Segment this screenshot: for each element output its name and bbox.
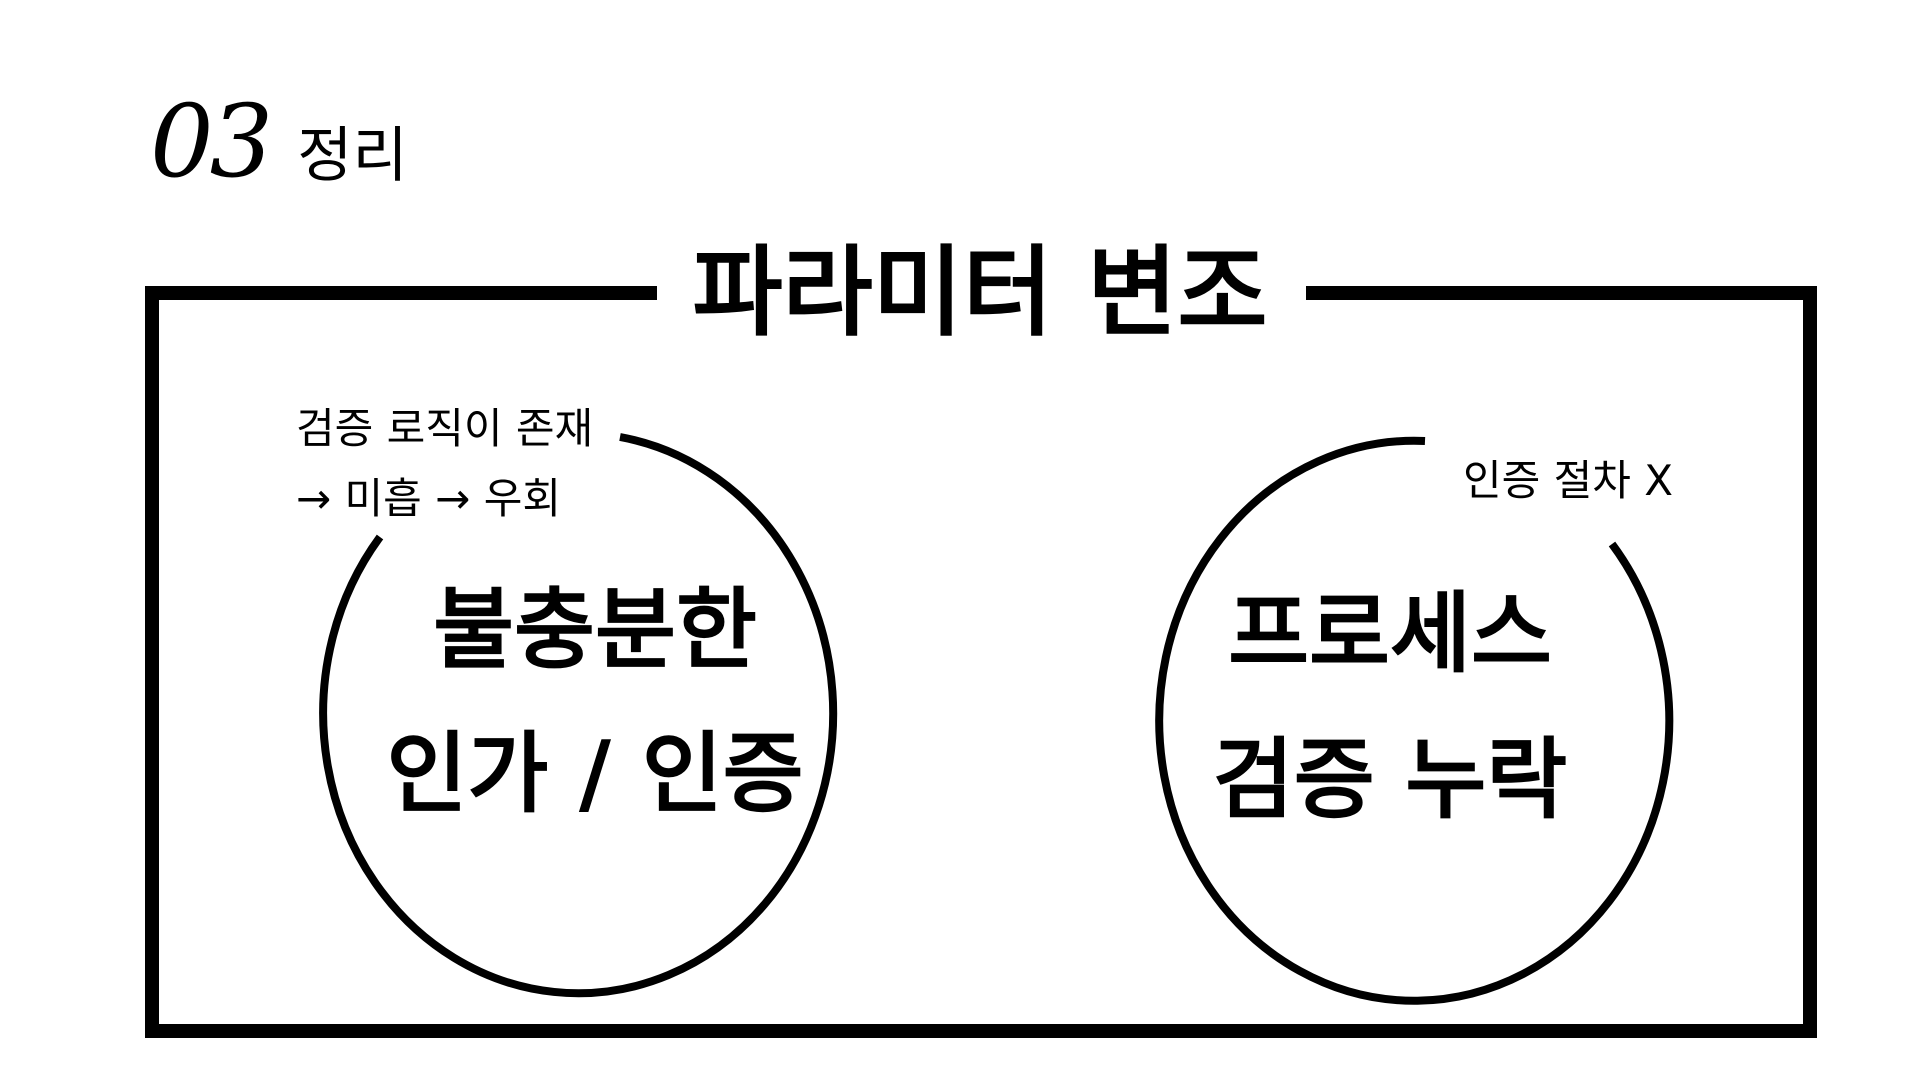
right-circle-label-2: 검증 누락 [1212, 728, 1568, 831]
frame-border-top-right [1306, 286, 1817, 300]
section-number: 03 [150, 83, 273, 200]
left-circle-label-1: 불충분한 [433, 578, 757, 681]
right-circle-label-1: 프로세스 [1228, 582, 1552, 685]
left-note-line-2: → 미흡 → 우회 [296, 474, 561, 523]
left-circle-label-2: 인가 / 인증 [386, 722, 804, 825]
section-header: 03 정리 [150, 92, 408, 202]
section-title: 정리 [297, 121, 408, 191]
frame-border-top-left [145, 286, 657, 300]
frame-border-bottom [145, 1024, 1817, 1038]
right-circle-arc [1155, 436, 1674, 1005]
left-circle-arc [319, 433, 838, 998]
frame-border-left [145, 286, 159, 1038]
frame-border-right [1803, 286, 1817, 1038]
frame-title: 파라미터 변조 [692, 236, 1268, 350]
right-note: 인증 절차 X [1463, 456, 1674, 505]
left-note-line-1: 검증 로직이 존재 [296, 404, 594, 453]
